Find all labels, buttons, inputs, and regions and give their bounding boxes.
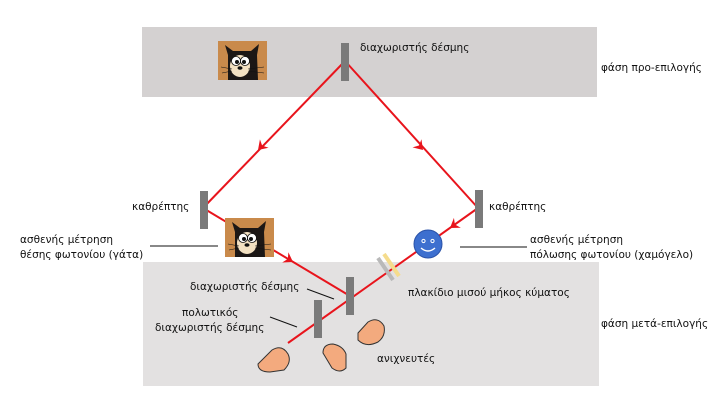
leader-lines: [150, 245, 527, 328]
right-mirror-label: καθρέπτης: [489, 201, 546, 213]
cat-image-middle: [225, 218, 274, 257]
polarizing-bs-label-line2: διαχωριστής δέσμης: [155, 322, 264, 334]
weak-position-label-line1: ασθενής μέτρηση: [20, 234, 113, 246]
post-selection-phase-label: φάση μετά-επιλογής: [601, 318, 708, 330]
right-mirror: [475, 190, 483, 228]
bottom-beam-splitter: [346, 277, 354, 315]
leader-polarizing-bs: [269, 316, 298, 328]
detector-2: [322, 343, 347, 372]
weak-polarization-label-line2: πόλωσης φωτονίου (χαμόγελο): [530, 249, 693, 261]
arrow-right-lower-icon: [446, 217, 461, 233]
left-mirror-label: καθρέπτης: [132, 201, 189, 213]
top-beam-splitter: [341, 43, 349, 81]
left-mirror: [200, 191, 208, 229]
beam-left-upper: [202, 60, 346, 209]
pre-selection-panel: [142, 27, 597, 97]
smiley-icon: [413, 229, 443, 259]
detector-1: [257, 347, 290, 373]
bottom-beam-splitter-label: διαχωριστής δέσμης: [190, 281, 299, 293]
detector-3: [357, 319, 385, 346]
beam-right-upper: [344, 60, 479, 209]
half-wave-plate-label: πλακίδιο μισού μήκος κύματος: [408, 287, 570, 299]
detectors: [257, 319, 385, 373]
half-wave-plate: [376, 252, 401, 282]
polarizing-bs-label-line1: πολωτικός: [182, 307, 238, 319]
detectors-label: ανιχνευτές: [377, 353, 435, 365]
leader-bottom-bs: [306, 288, 335, 300]
weak-polarization-label-line1: ασθενής μέτρηση: [530, 234, 623, 246]
cat-image-top: [218, 41, 267, 80]
top-beam-splitter-label: διαχωριστής δέσμης: [360, 42, 469, 54]
polarizing-beam-splitter: [314, 300, 322, 338]
pre-selection-phase-label: φάση προ-επιλογής: [601, 62, 702, 74]
weak-position-label-line2: θέσης φωτονίου (γάτα): [20, 249, 143, 261]
arrow-right-upper-icon: [412, 139, 428, 155]
